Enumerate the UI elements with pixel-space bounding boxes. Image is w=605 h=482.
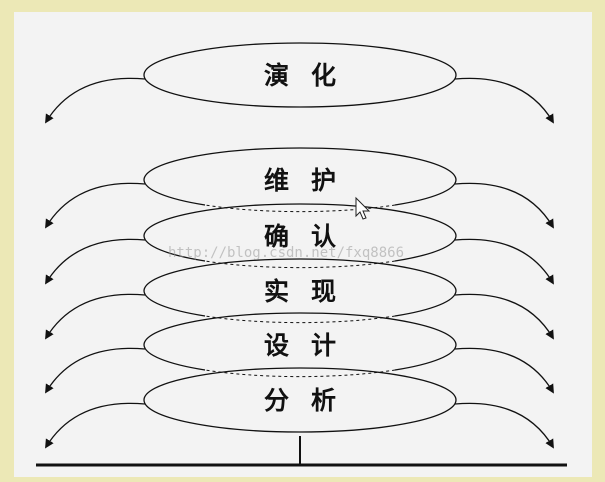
ellipses-layer — [143, 42, 457, 433]
stage-label-analysis: 分析 — [264, 386, 358, 415]
stage-ellipse-evolution — [143, 42, 457, 108]
stage-ellipse-analysis — [143, 367, 457, 433]
right-arrow-implementation — [454, 293, 554, 340]
watermark-text: http://blog.csdn.net/fxq8866 — [168, 245, 404, 261]
stage-label-maintenance: 维护 — [264, 166, 358, 195]
right-arrow-evolution — [454, 77, 554, 124]
left-arrow-maintenance — [45, 182, 146, 229]
stage-ellipse-maintenance — [143, 147, 457, 213]
left-arrow-analysis — [45, 402, 146, 449]
stage-ellipse-design — [143, 312, 457, 378]
right-arrow-validation — [454, 238, 554, 285]
stage-ellipse-validation — [143, 203, 457, 269]
left-arrow-evolution — [45, 77, 146, 124]
stage-label-evolution: 演化 — [264, 61, 358, 90]
diagram-panel — [14, 12, 592, 477]
right-arrow-design — [454, 347, 554, 394]
stage-label-validation: 确认 — [264, 222, 358, 251]
right-arrow-analysis — [454, 402, 554, 449]
left-arrow-design — [45, 347, 146, 394]
right-arrow-maintenance — [454, 182, 554, 229]
stage-label-implementation: 实现 — [264, 277, 358, 306]
left-arrow-validation — [45, 238, 146, 285]
left-arrow-implementation — [45, 293, 146, 340]
stage-ellipse-implementation — [143, 258, 457, 324]
arrows-layer — [45, 77, 554, 449]
mouse-cursor-icon — [355, 196, 371, 220]
stage-label-design: 设计 — [264, 331, 358, 360]
